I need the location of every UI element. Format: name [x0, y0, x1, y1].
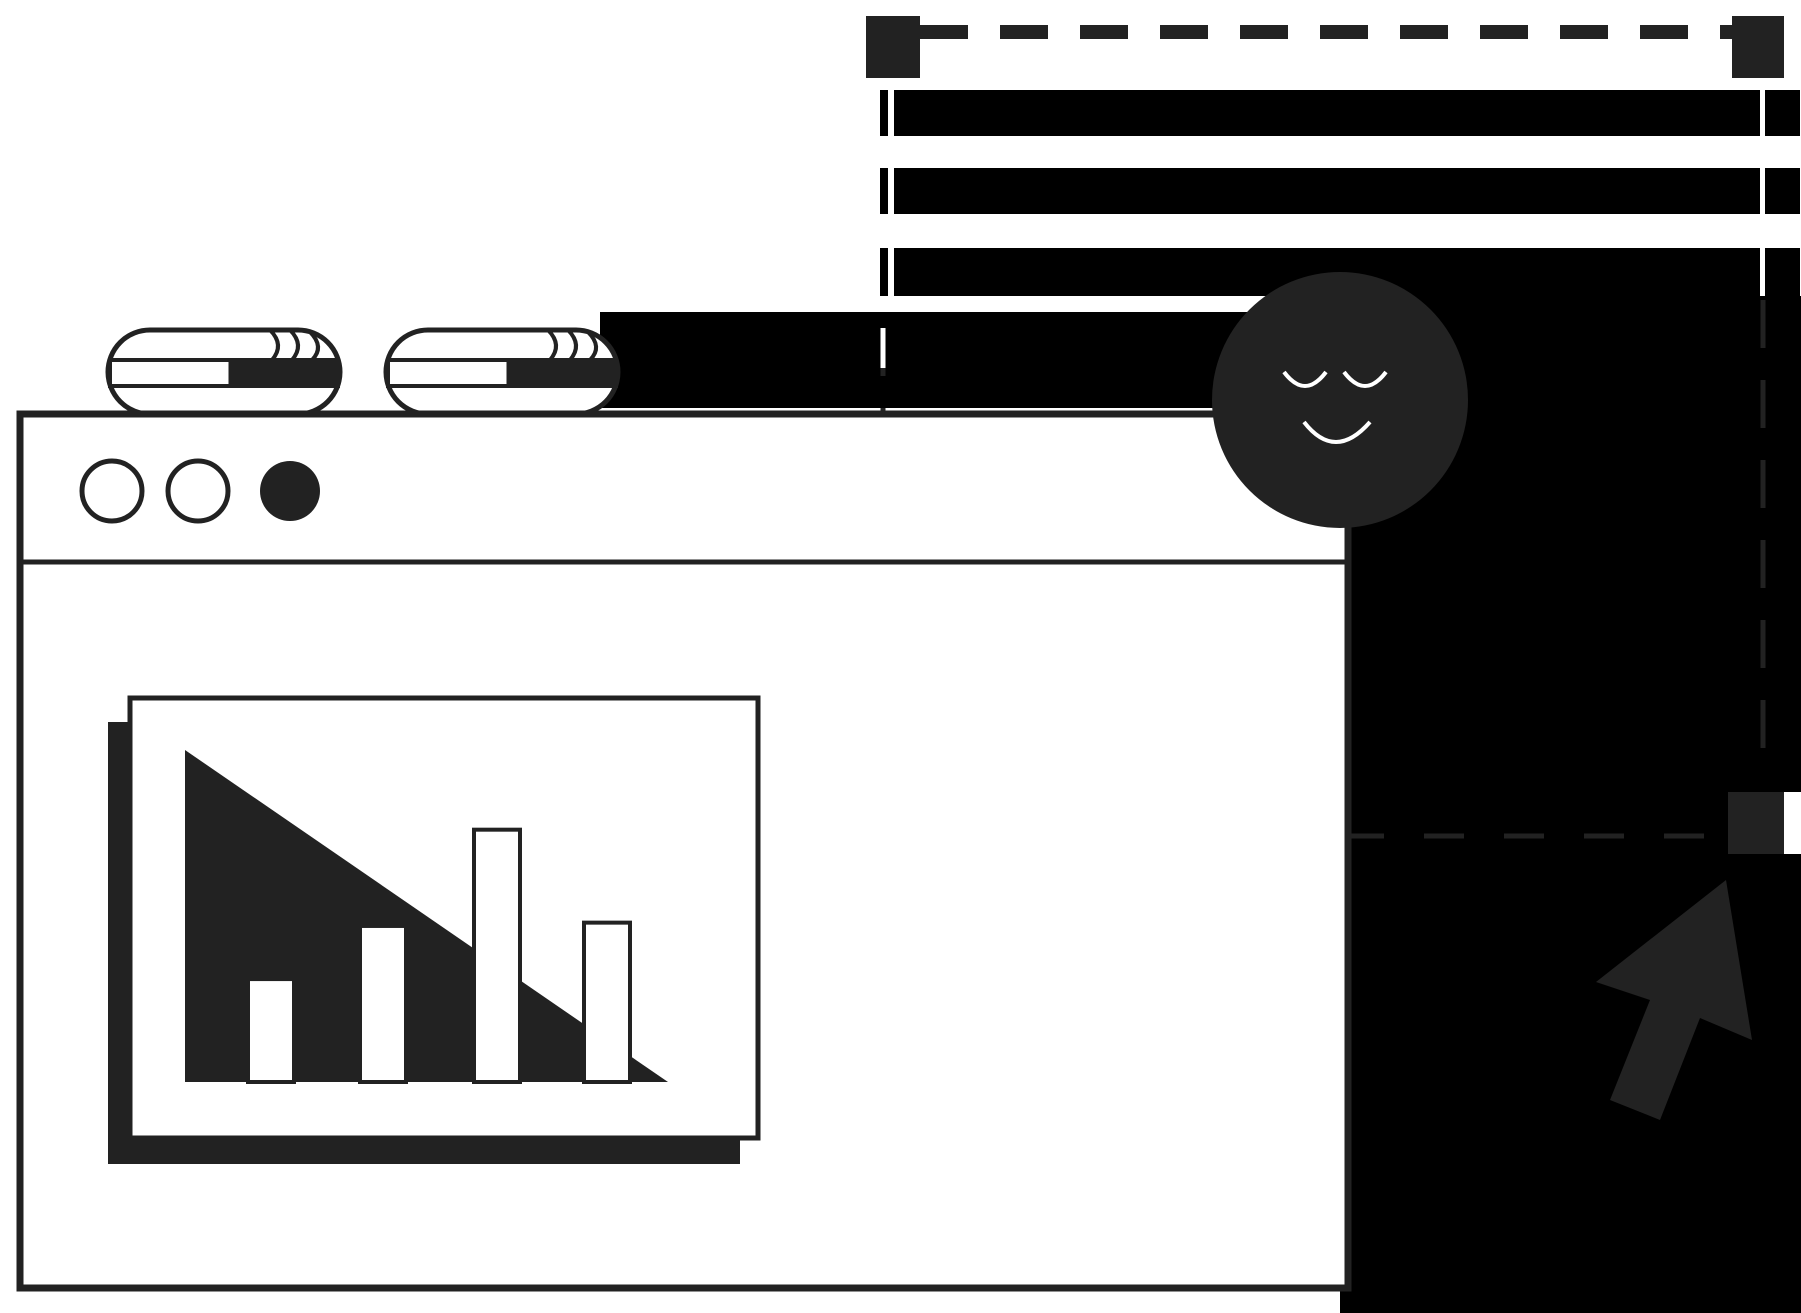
- smiley-right-eye: [1342, 370, 1388, 388]
- chart-plot: [185, 750, 668, 1085]
- browser-window: [16, 327, 1352, 1292]
- chart-card: [108, 695, 761, 1164]
- smiley-face-icon: [1212, 272, 1468, 528]
- tab-2-stripes: [546, 328, 598, 362]
- tab-1[interactable]: [105, 327, 343, 417]
- tab-2-progress-fill: [390, 362, 507, 384]
- text-line-1: [880, 90, 1800, 136]
- smiley-mouth: [1302, 420, 1372, 444]
- selection-handle-bottom-right-notch: [1784, 792, 1801, 854]
- text-line-gap-1: [888, 90, 894, 136]
- text-line-gap-2: [888, 168, 894, 214]
- selection-handle-bottom-right[interactable]: [1728, 792, 1784, 854]
- tab-1-stripes: [268, 328, 320, 362]
- chart-bar-3: [472, 827, 522, 1084]
- text-line-2: [880, 168, 1800, 214]
- text-line-end-3: [1760, 248, 1765, 296]
- selection-frame: [600, 16, 1801, 1313]
- selection-handle-top-left[interactable]: [866, 16, 920, 78]
- window-control-2[interactable]: [165, 458, 231, 524]
- black-panel: [1340, 296, 1801, 1313]
- cursor-arrow-icon: [1596, 880, 1752, 1120]
- text-line-gap-3: [888, 248, 894, 296]
- smiley-left-eye: [1282, 370, 1328, 388]
- chart-bar-2: [358, 923, 408, 1085]
- text-line-end-2: [1760, 168, 1765, 214]
- selection-handle-top-right[interactable]: [1732, 16, 1784, 78]
- tab-1-progress-fill: [112, 362, 229, 384]
- text-line-end-1: [1760, 90, 1765, 136]
- chart-bar-4: [582, 920, 632, 1085]
- black-header-strip: [600, 312, 1260, 408]
- window-control-3[interactable]: [260, 461, 320, 521]
- window-control-1[interactable]: [79, 458, 145, 524]
- chart-bar-1: [246, 977, 296, 1085]
- tab-2[interactable]: [383, 327, 621, 417]
- chart-trend-area: [185, 750, 668, 1082]
